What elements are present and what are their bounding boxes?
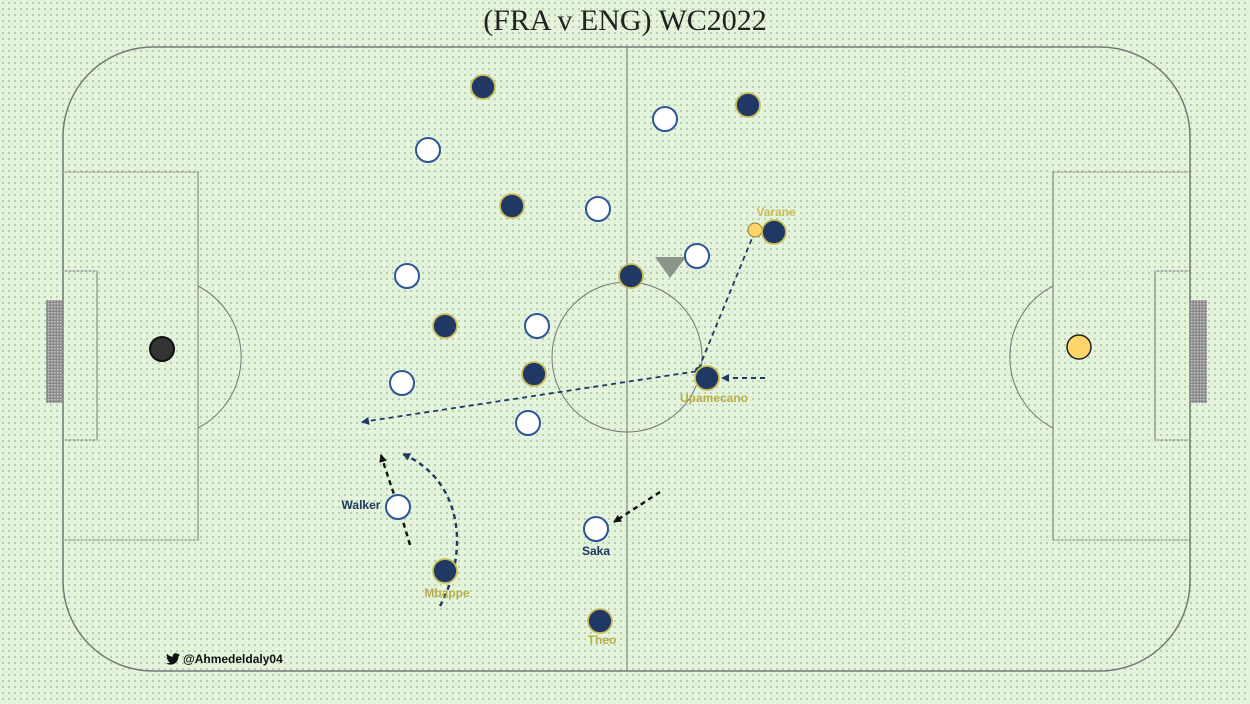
left-six-yard-box [62, 270, 98, 441]
zone-grid [63, 47, 1190, 671]
pitch-markings [62, 46, 1191, 672]
england-player [652, 106, 678, 132]
credit-handle: @Ahmedeldaly04 [183, 652, 283, 666]
france-player [521, 361, 547, 387]
england-player-walker [385, 494, 411, 520]
left-penalty-arc [197, 285, 242, 429]
england-player [515, 410, 541, 436]
diagram-title: (FRA v ENG) WC2022 [483, 4, 767, 37]
mbappe-run-arrow [402, 452, 459, 607]
france-player-varane [761, 219, 787, 245]
france-player-upamecano [694, 365, 720, 391]
triangle-down-icon [655, 257, 686, 278]
england-player [389, 370, 415, 396]
france-player [470, 74, 496, 100]
england-player [524, 313, 550, 339]
right-goal-net [1190, 300, 1207, 403]
france-player [499, 193, 525, 219]
france-player-mbappe [432, 558, 458, 584]
england-player-saka [583, 516, 609, 542]
england-goalkeeper [149, 336, 175, 362]
england-player [415, 137, 441, 163]
england-player [585, 196, 611, 222]
label-walker: Walker [342, 498, 381, 512]
saka-run-arrow [613, 490, 661, 524]
ball [747, 222, 763, 238]
england-players [385, 106, 710, 542]
france-players [432, 74, 787, 634]
england-player [684, 243, 710, 269]
france-player [432, 313, 458, 339]
label-mbappe: Mbappe [424, 586, 470, 600]
movement-arrows [361, 230, 765, 607]
france-player-theo [587, 608, 613, 634]
label-saka: Saka [582, 544, 610, 558]
pass-arrow-long [361, 369, 706, 425]
left-goal-net [46, 300, 63, 403]
label-upamecano: Upamecano [680, 391, 748, 405]
pass-line-from-varane [698, 230, 756, 369]
france-player [618, 263, 644, 289]
france-player [735, 92, 761, 118]
twitter-icon [166, 653, 180, 665]
england-player [394, 263, 420, 289]
right-penalty-arc [1009, 285, 1054, 429]
right-six-yard-box [1154, 270, 1191, 441]
label-theo: Theo [588, 633, 617, 647]
label-varane: Varane [756, 205, 796, 219]
left-penalty-box [62, 171, 199, 541]
author-credit: @Ahmedeldaly04 [166, 652, 283, 666]
france-goalkeeper [1066, 334, 1092, 360]
